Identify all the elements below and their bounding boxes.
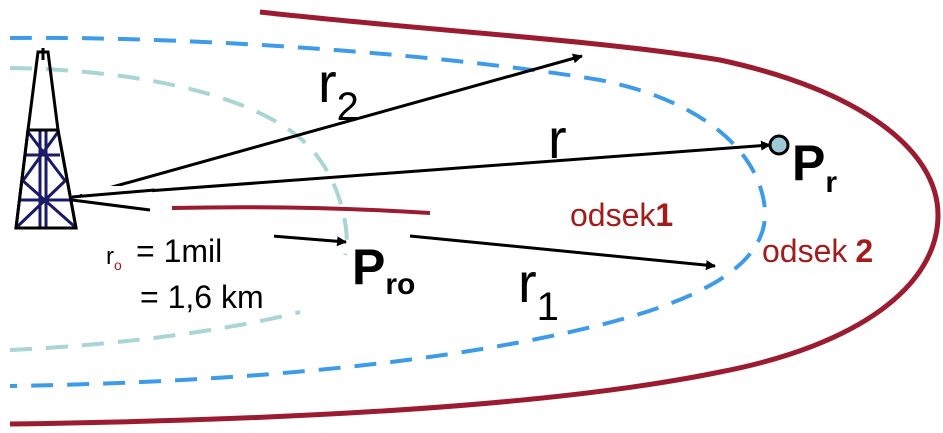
arrow-ro <box>271 234 347 247</box>
ro-equals-mile: = 1mil <box>136 233 222 269</box>
inner-boundary-segment <box>171 205 431 215</box>
tower-beam-upper <box>71 188 156 199</box>
outer-boundary-curve <box>9 9 941 427</box>
pr-label: Pr <box>792 135 837 199</box>
r2-label: r2 <box>318 51 359 129</box>
tower-beam-lower <box>71 198 151 212</box>
receiver-point-icon <box>768 134 790 156</box>
radio-tower-icon <box>14 48 78 230</box>
ro-symbol-label: ro <box>106 243 122 273</box>
r1-label: r1 <box>518 251 559 329</box>
ro-equals-km: = 1,6 km <box>140 279 264 315</box>
zone-boundary-dashed-light-lower <box>9 310 301 352</box>
zone-boundary-dashed-blue <box>9 35 768 388</box>
zone-boundary-dashed-light <box>9 66 349 256</box>
arrow-r <box>79 140 771 198</box>
r-label: r <box>548 107 567 170</box>
pro-label: Pro <box>352 239 415 301</box>
odsek1-label: odsek1 <box>570 197 673 233</box>
arrow-r1 <box>409 234 716 271</box>
arrow-r2 <box>79 53 583 198</box>
